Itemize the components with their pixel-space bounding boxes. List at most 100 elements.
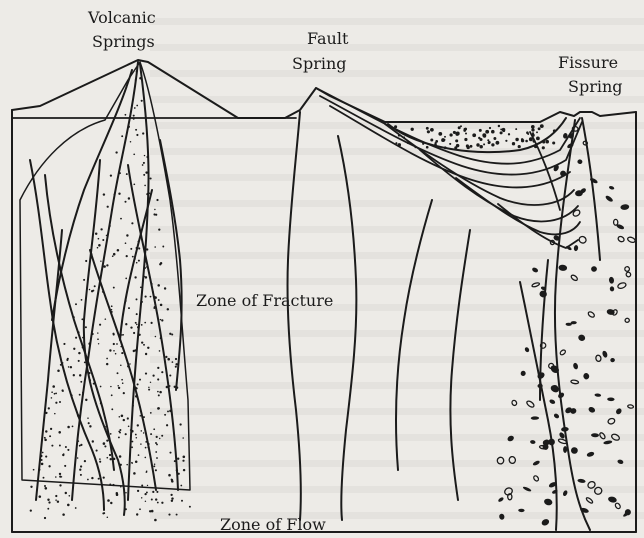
stipple-dot [116, 343, 118, 345]
stipple-dot [67, 504, 70, 507]
stipple-dot [77, 457, 79, 459]
stipple-dot [130, 141, 132, 143]
stipple-dot [78, 352, 80, 354]
stipple-dot [109, 484, 111, 486]
stipple-dot [113, 253, 116, 256]
stipple-dot [135, 322, 137, 324]
stipple-dot [62, 513, 65, 516]
zone-of-fracture-label: Zone of Fracture [196, 291, 333, 310]
stipple-dot [482, 133, 486, 137]
stipple-dot [79, 394, 81, 396]
fault-spring-label-line1: Fault [307, 29, 349, 48]
stipple-dot [122, 334, 124, 336]
stipple-dot [73, 348, 75, 350]
stipple-dot [120, 365, 122, 367]
stipple-dot [106, 457, 108, 459]
stipple-dot [126, 234, 128, 236]
stipple-dot [464, 128, 467, 131]
stipple-dot [407, 142, 409, 144]
stipple-dot [85, 326, 87, 328]
stipple-dot [125, 278, 127, 280]
stipple-dot [154, 464, 155, 465]
stipple-dot [136, 324, 138, 326]
stipple-dot [128, 425, 130, 427]
stipple-dot [117, 385, 119, 387]
stipple-dot [121, 379, 123, 381]
stipple-dot [131, 441, 133, 443]
stipple-dot [427, 130, 430, 133]
stipple-dot [150, 412, 152, 414]
stipple-dot [141, 484, 143, 486]
stipple-dot [534, 144, 538, 148]
stipple-dot [87, 417, 89, 419]
stipple-dot [189, 506, 191, 508]
stipple-dot [414, 146, 416, 148]
stipple-dot [126, 255, 128, 257]
stipple-dot [103, 265, 106, 268]
stipple-dot [134, 107, 136, 109]
stipple-dot [110, 386, 111, 387]
stipple-dot [59, 473, 61, 475]
stipple-dot [126, 173, 128, 175]
stipple-dot [137, 424, 139, 426]
stipple-dot [55, 402, 57, 404]
stipple-dot [125, 323, 127, 325]
stipple-dot [525, 140, 528, 143]
stipple-dot [156, 491, 158, 493]
stipple-dot [169, 374, 171, 376]
zone-of-flow-label: Zone of Flow [220, 515, 326, 534]
stipple-dot [154, 246, 156, 248]
stipple-dot [80, 444, 82, 446]
stipple-dot [430, 138, 433, 141]
stipple-dot [119, 416, 121, 418]
stipple-dot [102, 512, 104, 514]
stipple-dot [138, 260, 140, 262]
stipple-dot [133, 118, 135, 120]
stipple-dot [140, 443, 141, 444]
stipple-dot [141, 497, 142, 498]
stipple-dot [422, 143, 424, 145]
stipple-dot [145, 171, 147, 173]
stipple-dot [129, 363, 130, 364]
stipple-dot [125, 242, 127, 244]
stipple-dot [51, 445, 53, 447]
stipple-dot [100, 228, 102, 230]
stipple-dot [106, 439, 108, 441]
stipple-dot [64, 465, 66, 467]
stipple-dot [476, 143, 479, 146]
stipple-dot [39, 495, 42, 498]
stipple-dot [434, 142, 436, 144]
stipple-dot [395, 142, 397, 144]
stipple-dot [91, 290, 93, 292]
stipple-dot [100, 386, 102, 388]
stipple-dot [171, 497, 173, 499]
stipple-dot [157, 284, 160, 287]
stipple-dot [107, 516, 109, 518]
stipple-dot [106, 358, 108, 360]
stipple-dot [542, 141, 545, 144]
stipple-dot [122, 382, 124, 384]
stipple-dot [78, 360, 80, 362]
stipple-dot [55, 495, 57, 497]
stipple-dot [182, 460, 184, 462]
stipple-dot [518, 145, 521, 148]
stipple-dot [183, 456, 186, 459]
stipple-dot [515, 138, 518, 141]
stipple-dot [98, 343, 99, 344]
stipple-dot [170, 494, 172, 496]
stipple-dot [137, 383, 139, 385]
stipple-dot [98, 244, 101, 247]
stipple-dot [150, 177, 152, 179]
stipple-dot [131, 222, 133, 224]
stipple-dot [67, 426, 70, 429]
stipple-dot [154, 519, 157, 522]
stipple-dot [112, 333, 114, 335]
stipple-dot [465, 132, 467, 134]
stipple-dot [145, 353, 147, 355]
stipple-dot [136, 262, 138, 264]
stipple-dot [394, 125, 397, 128]
stipple-dot [47, 508, 49, 510]
stipple-dot [479, 145, 482, 148]
stipple-dot [133, 153, 135, 155]
stipple-dot [157, 367, 159, 369]
